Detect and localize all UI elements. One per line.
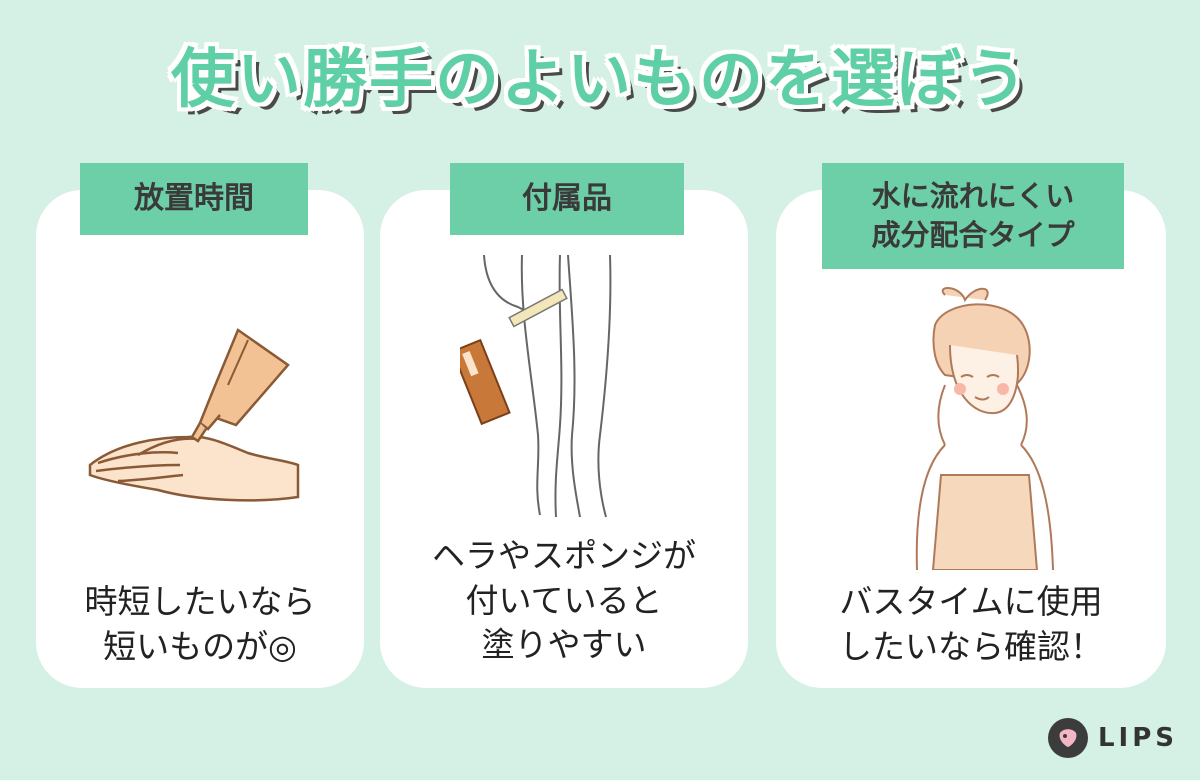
label-leave-time: 放置時間 <box>80 163 308 235</box>
caption-water-resistant: バスタイムに使用 したいなら確認！ <box>776 580 1166 669</box>
caption-line-2: したいなら確認！ <box>839 626 1103 666</box>
label-accessories: 付属品 <box>450 163 684 235</box>
caption-line-1: バスタイムに使用 <box>839 582 1103 621</box>
caption-line-3: 塗りやすい <box>481 625 647 665</box>
caption-line-1: 時短したいなら <box>84 582 316 621</box>
card-accessories <box>380 190 748 688</box>
label-line-2: 成分配合タイプ <box>871 218 1075 252</box>
caption-line-2: 付いていると <box>465 580 663 620</box>
label-line-1: 水に流れにくい <box>871 178 1075 213</box>
caption-leave-time: 時短したいなら 短いものが◎ <box>36 580 364 669</box>
hand-tube-illustration <box>88 328 300 502</box>
logo-text: LIPS <box>1097 723 1178 753</box>
lips-logo: LIPS <box>1047 718 1178 758</box>
caption-line-1: ヘラやスポンジが <box>432 536 696 575</box>
lips-logo-icon <box>1047 718 1088 758</box>
caption-line-2: 短いものが◎ <box>103 626 297 666</box>
card-water-resistant <box>776 190 1166 688</box>
page-title: 使い勝手のよいものを選ぼう <box>171 43 1029 117</box>
caption-accessories: ヘラやスポンジが 付いていると 塗りやすい <box>380 534 748 668</box>
woman-towel-illustration <box>915 287 1054 570</box>
label-water-resistant: 水に流れにくい 成分配合タイプ <box>822 163 1124 269</box>
legs-spatula-illustration <box>460 255 612 518</box>
